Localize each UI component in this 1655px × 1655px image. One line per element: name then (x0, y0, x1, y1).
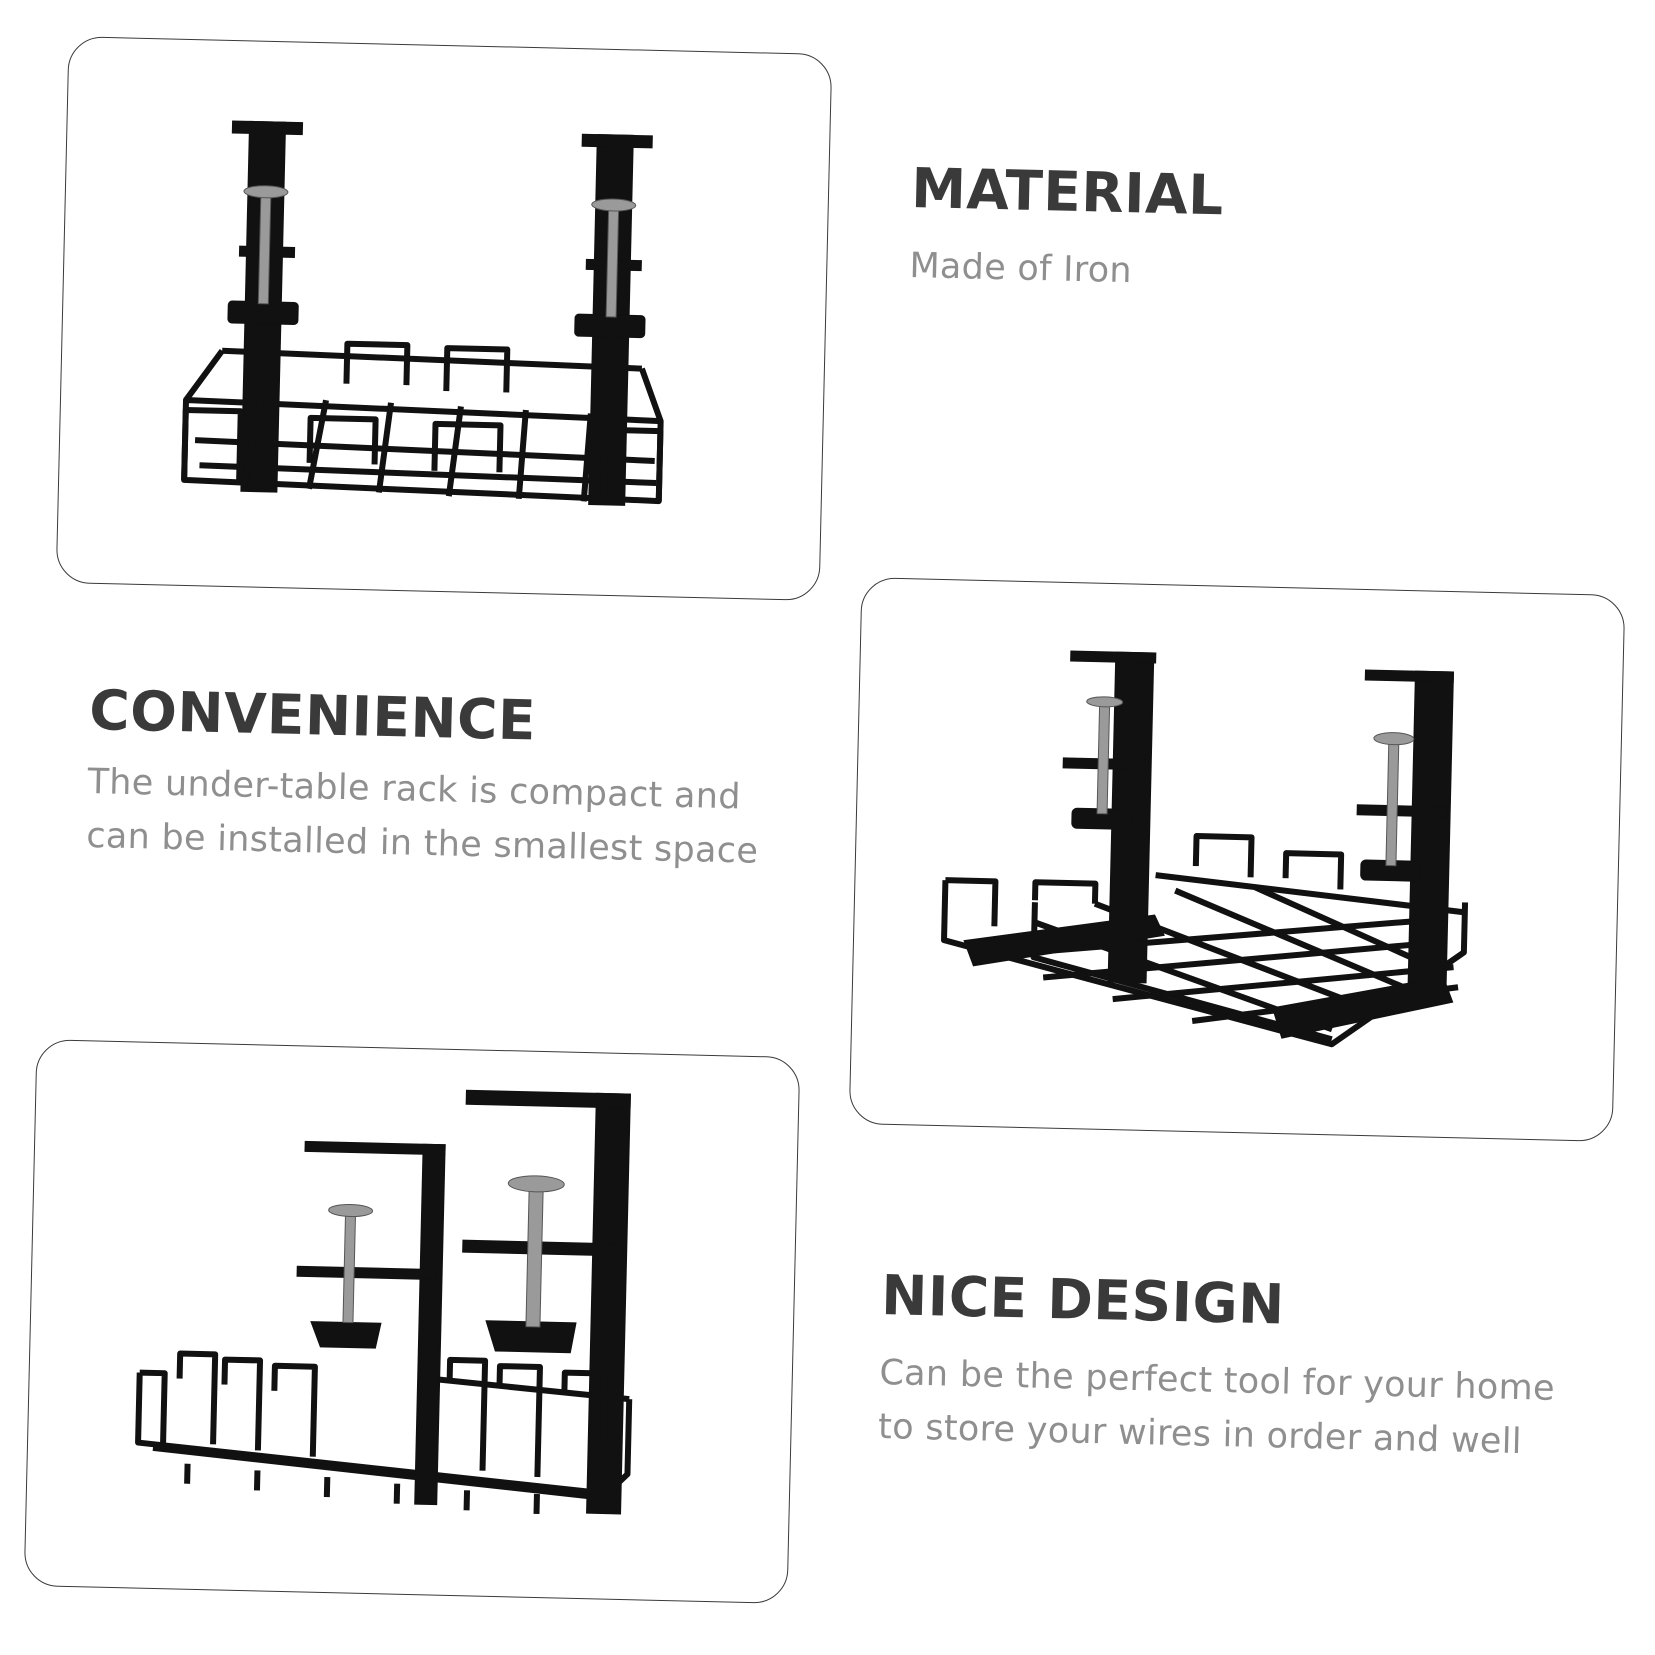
feature-material: MATERIAL Made of Iron (908, 156, 1225, 300)
product-photo-frame-side (23, 1039, 801, 1604)
feature-nice-design: NICE DESIGN Can be the perfect tool for … (878, 1263, 1582, 1470)
cable-tray-angled-image (941, 650, 1469, 1048)
feature-title: NICE DESIGN (880, 1263, 1286, 1337)
feature-title: CONVENIENCE (88, 678, 537, 753)
cable-tray-front-image (181, 120, 664, 506)
cable-tray-side-image (135, 1089, 633, 1515)
product-photo-frame-angled (848, 577, 1626, 1142)
feature-title: MATERIAL (910, 156, 1225, 228)
feature-convenience: CONVENIENCE The under-table rack is comp… (86, 678, 810, 879)
product-photo-frame-front (55, 36, 833, 601)
feature-description: Made of Iron (908, 245, 1133, 291)
